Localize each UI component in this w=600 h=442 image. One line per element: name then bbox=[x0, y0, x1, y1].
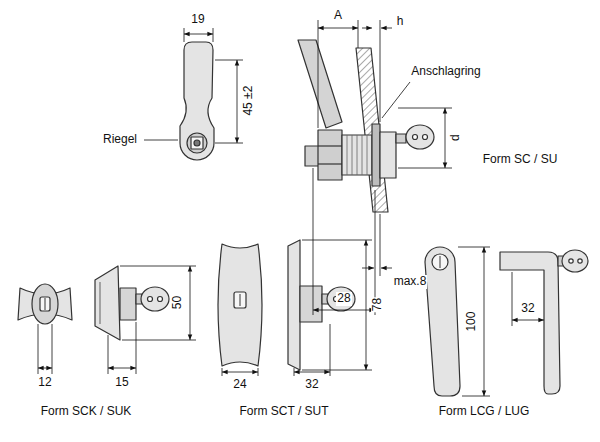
dimension-value: 45 ±2 bbox=[242, 85, 255, 117]
part-name: Riegel bbox=[102, 133, 138, 146]
t-handle-side bbox=[288, 240, 355, 370]
dimension-value: 19 bbox=[190, 13, 205, 26]
latch-front-view bbox=[180, 42, 214, 160]
dimension-value: 32 bbox=[304, 378, 319, 391]
dimension-value: 12 bbox=[37, 376, 52, 389]
wing-knob-front bbox=[18, 284, 72, 324]
dimension-symbol: d bbox=[448, 134, 461, 143]
dimension-value: 15 bbox=[114, 376, 129, 389]
dimension-symbol: h bbox=[396, 15, 405, 28]
dimension-symbol: A bbox=[333, 9, 343, 22]
form-label: Form LCG / LUG bbox=[438, 405, 531, 418]
t-handle-front bbox=[218, 244, 262, 366]
dimension-value: 50 bbox=[171, 295, 184, 310]
lever-handle-side bbox=[500, 250, 588, 394]
form-label: Form SCT / SUT bbox=[238, 405, 329, 418]
dimension-value: 32 bbox=[520, 302, 535, 315]
form-label: Form SC / SU bbox=[482, 153, 559, 166]
lever-handle-front bbox=[425, 247, 460, 396]
dimension-value: max.8 bbox=[393, 275, 428, 288]
dimension-value: 100 bbox=[465, 311, 478, 333]
part-name: Anschlagring bbox=[410, 65, 481, 78]
dimension-value: 28 bbox=[336, 292, 351, 305]
dimension-value: 78 bbox=[371, 297, 384, 312]
dimension-value: 24 bbox=[232, 378, 247, 391]
wing-knob-side bbox=[95, 266, 169, 340]
dimension-lines bbox=[38, 20, 544, 396]
form-label: Form SCK / SUK bbox=[40, 405, 133, 418]
